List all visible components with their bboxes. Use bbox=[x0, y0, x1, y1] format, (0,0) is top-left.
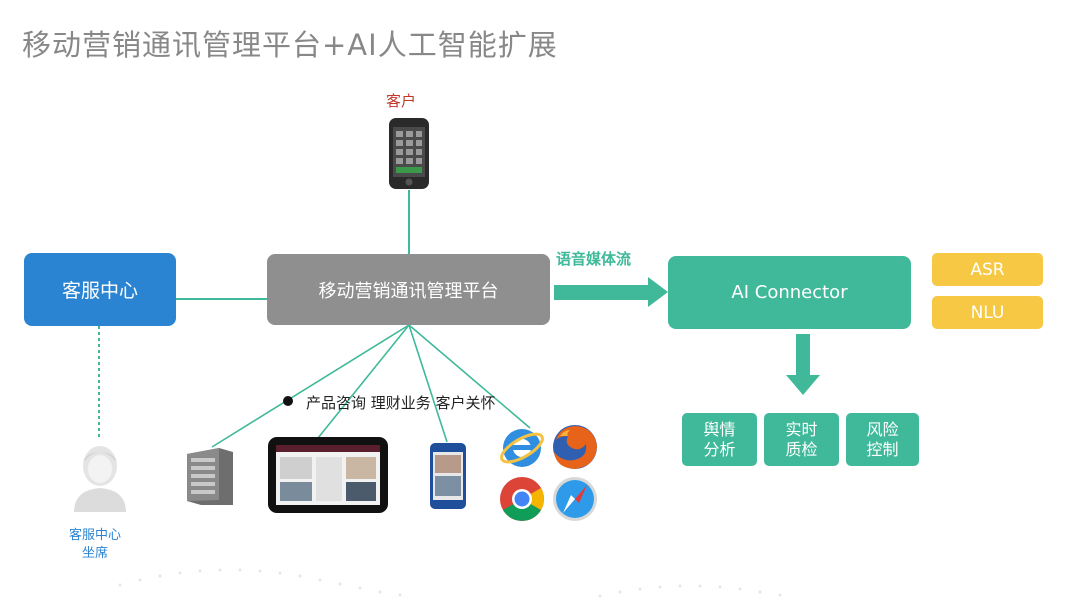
function-risk-control: 风险 控制 bbox=[846, 413, 919, 466]
agent-seat-line1: 客服中心 bbox=[68, 528, 121, 543]
service-center-box: 客服中心 bbox=[24, 253, 176, 326]
firefox-browser-icon bbox=[553, 425, 597, 469]
down-arrow bbox=[786, 334, 820, 395]
fanout-lines bbox=[211, 324, 531, 448]
business-bullet: 产品咨询 理财业务 客户关怀 bbox=[284, 392, 496, 413]
media-stream-arrow bbox=[554, 277, 668, 307]
nlu-tag: NLU bbox=[932, 296, 1043, 329]
safari-browser-icon bbox=[553, 477, 597, 521]
decorative-dot-wave bbox=[118, 568, 782, 598]
ie-browser-icon bbox=[500, 429, 544, 467]
bullet-dot bbox=[283, 396, 293, 406]
agent-seat-label: 客服中心 坐席 bbox=[54, 527, 136, 563]
function-sentiment-analysis: 舆情 分析 bbox=[682, 413, 757, 466]
asr-tag: ASR bbox=[932, 253, 1043, 286]
tablet-icon bbox=[268, 437, 388, 513]
function-line2: 控制 bbox=[866, 439, 899, 459]
page-title: 移动营销通讯管理平台+AI人工智能扩展 bbox=[22, 28, 558, 62]
customer-label: 客户 bbox=[386, 92, 417, 110]
function-line1: 舆情 bbox=[703, 419, 736, 439]
agent-seat-line2: 坐席 bbox=[81, 546, 108, 561]
function-quality-check: 实时 质检 bbox=[764, 413, 839, 466]
function-line2: 分析 bbox=[703, 439, 736, 459]
media-stream-label: 语音媒体流 bbox=[556, 250, 632, 268]
mobile-icon bbox=[430, 443, 466, 509]
phone-icon bbox=[389, 118, 429, 189]
bullet-text: 产品咨询 理财业务 客户关怀 bbox=[306, 394, 496, 412]
platform-box: 移动营销通讯管理平台 bbox=[267, 254, 550, 325]
function-line2: 质检 bbox=[785, 439, 818, 459]
chrome-browser-icon bbox=[500, 477, 544, 521]
agent-person-icon bbox=[74, 446, 126, 512]
function-line1: 风险 bbox=[866, 419, 899, 439]
ai-connector-box: AI Connector bbox=[668, 256, 911, 329]
function-line1: 实时 bbox=[785, 419, 818, 439]
server-icon bbox=[187, 448, 233, 505]
